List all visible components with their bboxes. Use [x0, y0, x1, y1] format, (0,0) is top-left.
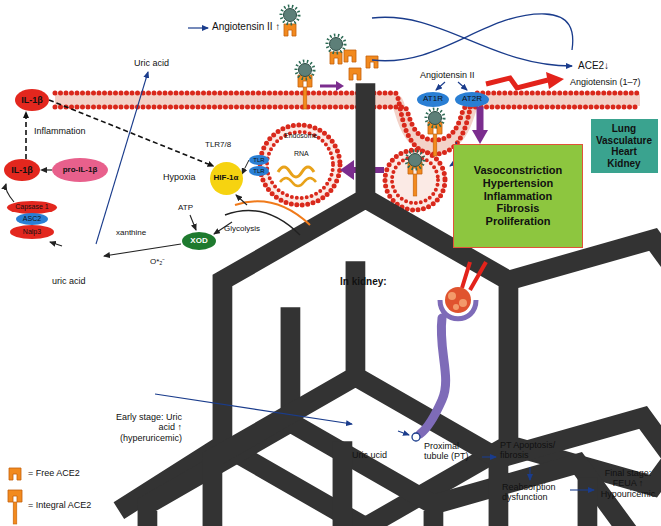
- legend-text: = Free ACE2: [28, 468, 80, 478]
- ace2-shedding: [281, 6, 573, 109]
- molecule-label: Uric acid: [134, 58, 169, 68]
- legend-icons: [8, 468, 22, 524]
- node-text: TLR: [253, 157, 264, 164]
- tlr-oval: TLR: [249, 166, 269, 176]
- organelle-label: Endosome: [284, 132, 317, 140]
- enzyme-oval: XOD: [182, 232, 216, 250]
- node-text: Nalp3: [23, 228, 41, 236]
- kidney-nephron: [96, 262, 661, 526]
- effects-box: Vasoconstriction Hypertension Inflammati…: [453, 144, 583, 248]
- node-text: XOD: [190, 236, 207, 245]
- node-text: AT2R: [462, 94, 482, 103]
- node-text: Capsase 1: [15, 203, 48, 211]
- node-text: HIF-1α: [214, 173, 239, 182]
- node-text: pro-IL-1β: [63, 165, 98, 174]
- molecule-label: Angiotensin (1–7): [570, 77, 641, 87]
- node-text: ASC2: [23, 215, 41, 223]
- node-text: AT1R: [423, 94, 443, 103]
- section-heading: In kidney:: [340, 276, 387, 288]
- connector: [25, 118, 27, 159]
- inflammasome-part: ASC2: [16, 213, 48, 225]
- condition-label: Hypoxia: [162, 172, 197, 182]
- arrowhead: [340, 160, 354, 180]
- molecule-label: Angiotensin II: [420, 70, 475, 80]
- tlr-oval: TLR: [249, 155, 269, 165]
- molecule-label: O*₂⁻: [150, 257, 165, 266]
- legend-text: = Integral ACE2: [28, 500, 91, 510]
- process-label: Glycolysis: [224, 224, 260, 233]
- cytokine-oval: IL-1β: [4, 159, 40, 181]
- connector: [477, 107, 484, 131]
- node-text: IL-1β: [21, 95, 43, 105]
- connector: [245, 160, 249, 169]
- receptor-label: TLR7/8: [205, 140, 231, 149]
- molecule-label: ATP: [178, 203, 193, 212]
- receptor-oval: AT2R: [455, 92, 489, 107]
- endosome: [260, 125, 340, 205]
- molecule-label: xanthine: [116, 228, 146, 237]
- organs-box: Lung Vasculature Heart Kidney: [591, 119, 658, 173]
- process-label: PT Apoptosis/ fibrosis: [500, 440, 564, 461]
- stage-label: Final stage: FEUA ↑ Hypouricemic: [598, 468, 658, 499]
- node-text: TLR: [253, 168, 264, 175]
- effect-label: ACE2↓: [578, 60, 609, 72]
- cytokine-oval: IL-1β: [15, 89, 49, 111]
- hif-circle: HIF-1α: [210, 162, 243, 195]
- molecule-label: uric acid: [52, 276, 86, 286]
- receptor-oval: AT1R: [417, 92, 449, 107]
- stage-label: Early stage: Uric acid ↑ (hyperuricemic): [98, 412, 182, 443]
- effect-label: Angiotensin II ↑: [212, 21, 280, 33]
- inflammasome-part: Nalp3: [10, 225, 54, 239]
- precursor-oval: pro-IL-1β: [52, 158, 108, 182]
- inflammasome-part: Capsase 1: [7, 201, 57, 214]
- process-label: Reabsorption dysfunction: [502, 482, 568, 503]
- structure-label: Proximal tubule (PT): [424, 441, 480, 462]
- molecule-label: RNA: [294, 150, 309, 158]
- node-text: IL-1β: [11, 165, 33, 175]
- node-text: Lung Vasculature Heart Kidney: [596, 123, 652, 169]
- vesicle: [385, 150, 445, 210]
- node-text: Vasoconstriction Hypertension Inflammati…: [474, 164, 563, 227]
- edge-label: Inflammation: [33, 126, 87, 136]
- molecule-label: Uric ucid: [352, 450, 387, 460]
